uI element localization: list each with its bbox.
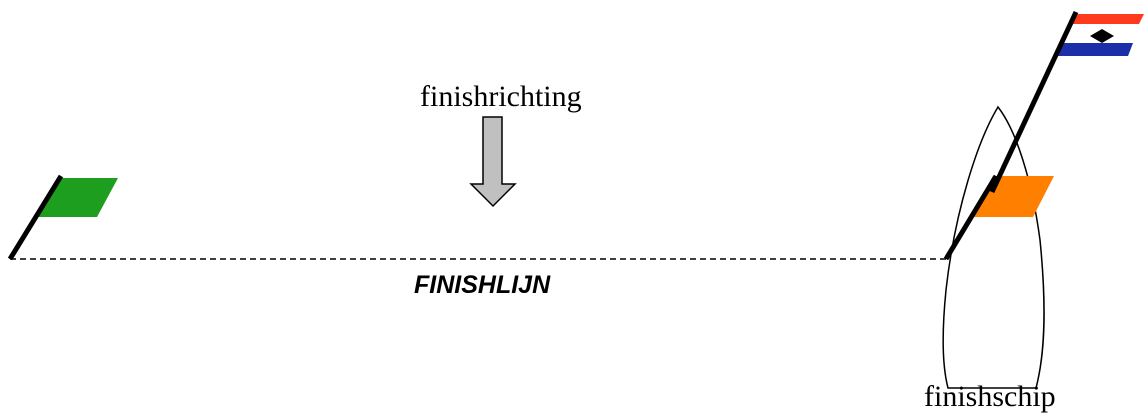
ensign-pole	[989, 10, 1079, 194]
finish-direction-label: finishrichting	[420, 80, 582, 113]
finish-line-label: FINISHLIJN	[414, 271, 551, 299]
pin-flag-pole	[7, 174, 64, 261]
arrow-down-icon	[469, 116, 517, 208]
ship-flag-pole	[943, 174, 999, 261]
ensign-stripe-red	[1072, 14, 1144, 24]
boat-outline-icon	[942, 105, 1045, 389]
green-flag-icon	[38, 178, 118, 217]
ensign-stripe-blue	[1053, 43, 1133, 56]
finish-ship-label: finishschip	[924, 380, 1056, 413]
ensign-diamond	[1090, 29, 1114, 43]
